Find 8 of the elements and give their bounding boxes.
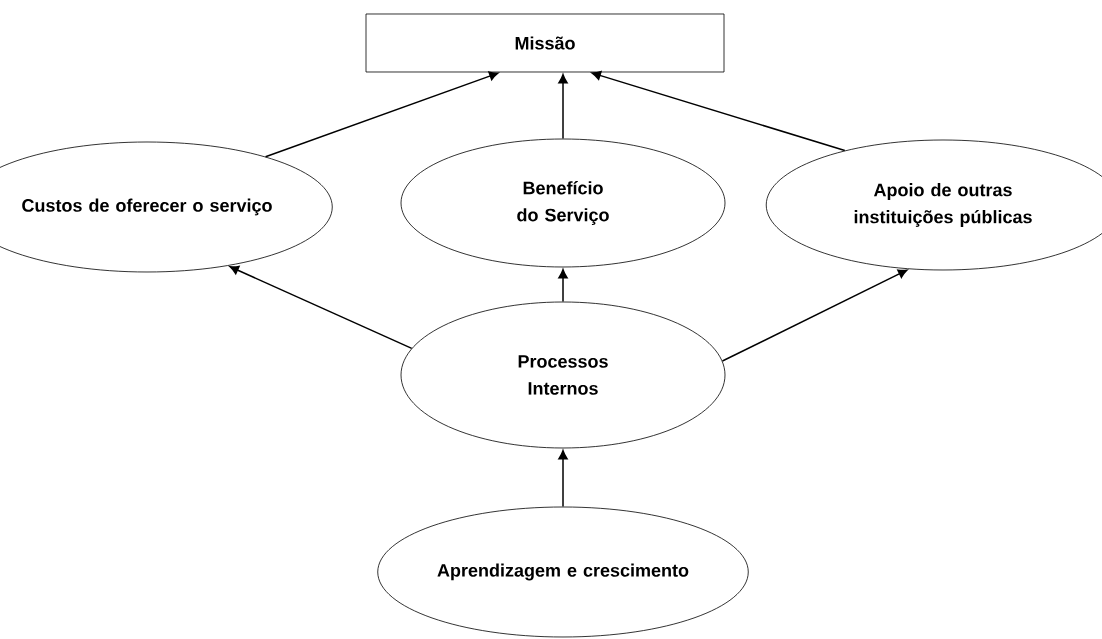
arrow: [264, 71, 499, 158]
arrow: [558, 269, 568, 303]
arrow: [558, 74, 568, 140]
arrow: [591, 70, 846, 152]
arrow: [558, 450, 568, 508]
arrow: [721, 269, 908, 362]
arrow: [229, 265, 413, 350]
mission-box: Missão: [365, 13, 725, 73]
